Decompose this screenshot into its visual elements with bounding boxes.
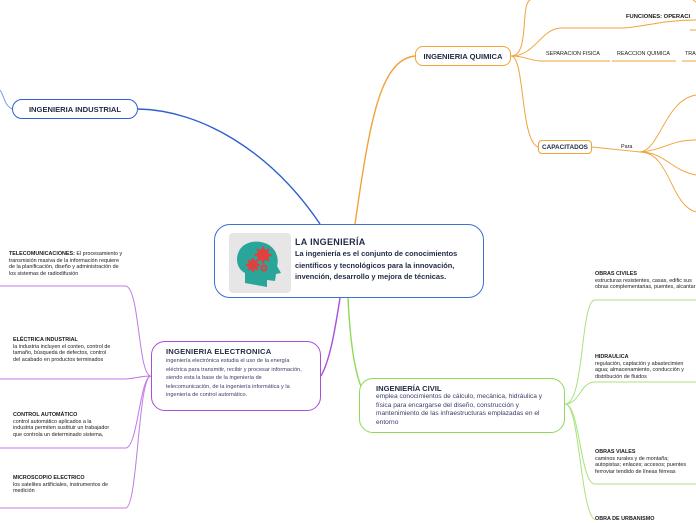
obra-urbanismo-title: OBRA DE URBANISMO (595, 516, 655, 522)
control-automatico-node[interactable]: CONTROL AUTOMÁTICO control automático ap… (13, 412, 111, 438)
link-industrial (137, 108, 321, 225)
civil-title: INGENIERÍA CIVIL (376, 384, 442, 393)
hidraulica-node[interactable]: HIDRAULICA regulación, captación y abast… (595, 354, 696, 380)
microscopio-electrico-text: los satelites artificiales, instrumentos… (13, 481, 108, 495)
obras-civiles-title: OBRAS CIVILES (595, 271, 637, 277)
separacion-fisica-node[interactable]: SEPARACION FISICA (546, 51, 600, 57)
electrica-industrial-title: ELÉCTRICA INDUSTRIAL (13, 337, 78, 343)
telecomunicaciones-node[interactable]: TELECOMUNICACIONES: El procesamiento y t… (9, 251, 124, 277)
hidraulica-text: regulación, captación y abastecimien agu… (595, 360, 685, 380)
civil-description: emplea conocimientos de cálculo, mecánic… (376, 393, 543, 426)
central-topic-description: La ingeniería es el conjunto de conocimi… (295, 249, 458, 281)
reaccion-quimica-node[interactable]: REACCION QUIMICA (617, 51, 671, 57)
funciones-label[interactable]: FUNCIONES: OPERACI (626, 14, 691, 20)
electrica-industrial-node[interactable]: ELÉCTRICA INDUSTRIAL la industria incluy… (13, 337, 113, 363)
obras-civiles-text: estructuras resistentes, casas, edific s… (595, 277, 696, 291)
link-electronica (320, 297, 341, 377)
head-gears-icon (229, 233, 291, 293)
capacitados-node[interactable]: CAPACITADOS (538, 140, 592, 154)
obra-urbanismo-node[interactable]: OBRA DE URBANISMO (595, 516, 696, 523)
ingenieria-quimica-node[interactable]: INGENIERIA QUIMICA (415, 46, 511, 66)
tra-node[interactable]: TRA (685, 51, 696, 57)
control-automatico-text: control automático aplicados a la indust… (13, 418, 110, 438)
central-topic-node[interactable]: LA INGENIERÍA La ingeniería es el conjun… (214, 224, 484, 298)
microscopio-electrico-node[interactable]: MICROSCOPIO ELECTRICO los satelites arti… (13, 475, 121, 495)
telecomunicaciones-text: El procesamiento y transmisión masiva de… (9, 251, 123, 277)
hidraulica-title: HIDRAULICA (595, 354, 629, 360)
ingenieria-civil-node[interactable]: INGENIERÍA CIVIL emplea conocimientos de… (359, 378, 565, 433)
link-industrial-offpage (0, 89, 13, 110)
control-automatico-title: CONTROL AUTOMÁTICO (13, 412, 78, 418)
electronica-title: INGENIERIA ELECTRONICA (166, 347, 272, 356)
obras-civiles-node[interactable]: OBRAS CIVILES estructuras resistentes, c… (595, 271, 696, 291)
para-label[interactable]: Para (621, 144, 633, 150)
ingenieria-electronica-node[interactable]: INGENIERIA ELECTRONICA ingeniería electr… (151, 341, 321, 411)
microscopio-electrico-title: MICROSCOPIO ELECTRICO (13, 475, 85, 481)
electronica-description: ingeniería electrónica estudia el uso de… (166, 358, 302, 399)
obras-viales-node[interactable]: OBRAS VIALES caminos rurales y de montañ… (595, 449, 696, 475)
link-quimica (354, 55, 416, 225)
telecomunicaciones-title: TELECOMUNICACIONES: (9, 251, 75, 257)
electrica-industrial-text: la industria incluyen el conteo, control… (13, 343, 111, 363)
obras-viales-text: caminos rurales y de montaña; autopistas… (595, 455, 687, 475)
ingenieria-industrial-node[interactable]: INGENIERIA INDUSTRIAL (12, 99, 138, 119)
central-topic-title: LA INGENIERÍA (295, 237, 366, 247)
obras-viales-title: OBRAS VIALES (595, 449, 636, 455)
